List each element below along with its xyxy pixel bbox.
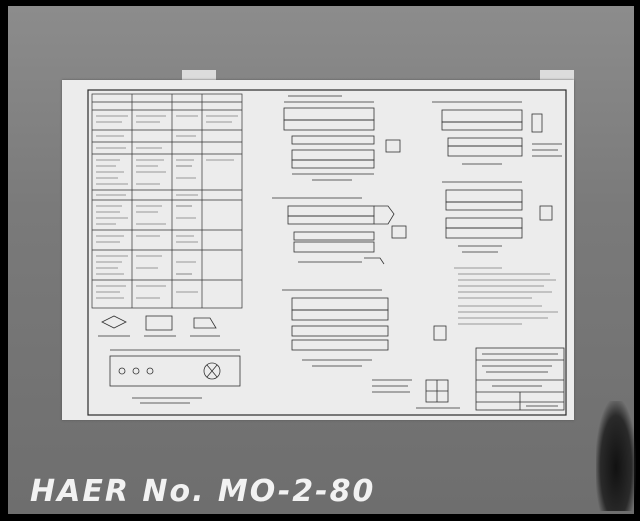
drawing-linework: [87, 89, 567, 416]
general-notes: [454, 267, 558, 325]
girder-elevation-right-mid: [442, 181, 553, 253]
tape-strip: [540, 70, 574, 80]
haer-plate-label: HAER No. MO-2-80: [30, 474, 376, 509]
section-detail: [372, 379, 460, 409]
table-text-marks: [96, 115, 238, 299]
title-block: [475, 347, 565, 411]
girder-elevation-right: [432, 101, 562, 165]
photo-edge-damage: [596, 401, 636, 511]
detail-sketches-left: [98, 315, 241, 404]
beam-elevation-lower: [282, 289, 447, 367]
drawing-border: [87, 89, 567, 416]
beam-elevation-top: [283, 95, 401, 181]
beam-elevation-mid: [272, 197, 407, 265]
material-table: [91, 93, 243, 309]
tape-strip: [182, 70, 216, 80]
blueprint-sheet: [62, 80, 574, 420]
